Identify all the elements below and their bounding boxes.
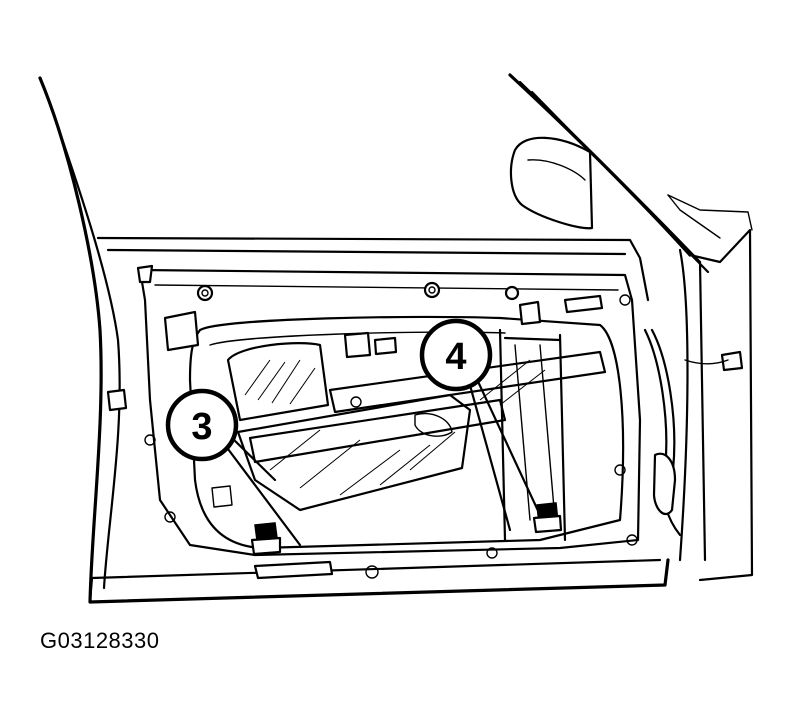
callout-4-leader-b [473, 373, 542, 517]
callout-4: 4 [419, 318, 493, 392]
panel-holes [106, 264, 744, 580]
callout-3: 3 [165, 388, 239, 462]
callout-3-circle [165, 388, 239, 462]
callout-4-label: 4 [445, 336, 466, 378]
side-mirror [509, 136, 594, 230]
figure-code: G03128330 [40, 628, 160, 653]
callout-4-leader-a [466, 376, 512, 532]
leader-lines [223, 373, 542, 547]
callout-3-leader-a [223, 443, 302, 547]
mounting-bolts [211, 412, 563, 556]
callout-4-circle [419, 318, 493, 392]
callout-3-leader-b [230, 436, 277, 482]
callout-3-label: 3 [191, 406, 212, 448]
window-glass [226, 342, 546, 512]
door-shell [38, 73, 754, 604]
wiring-harness [643, 328, 729, 537]
